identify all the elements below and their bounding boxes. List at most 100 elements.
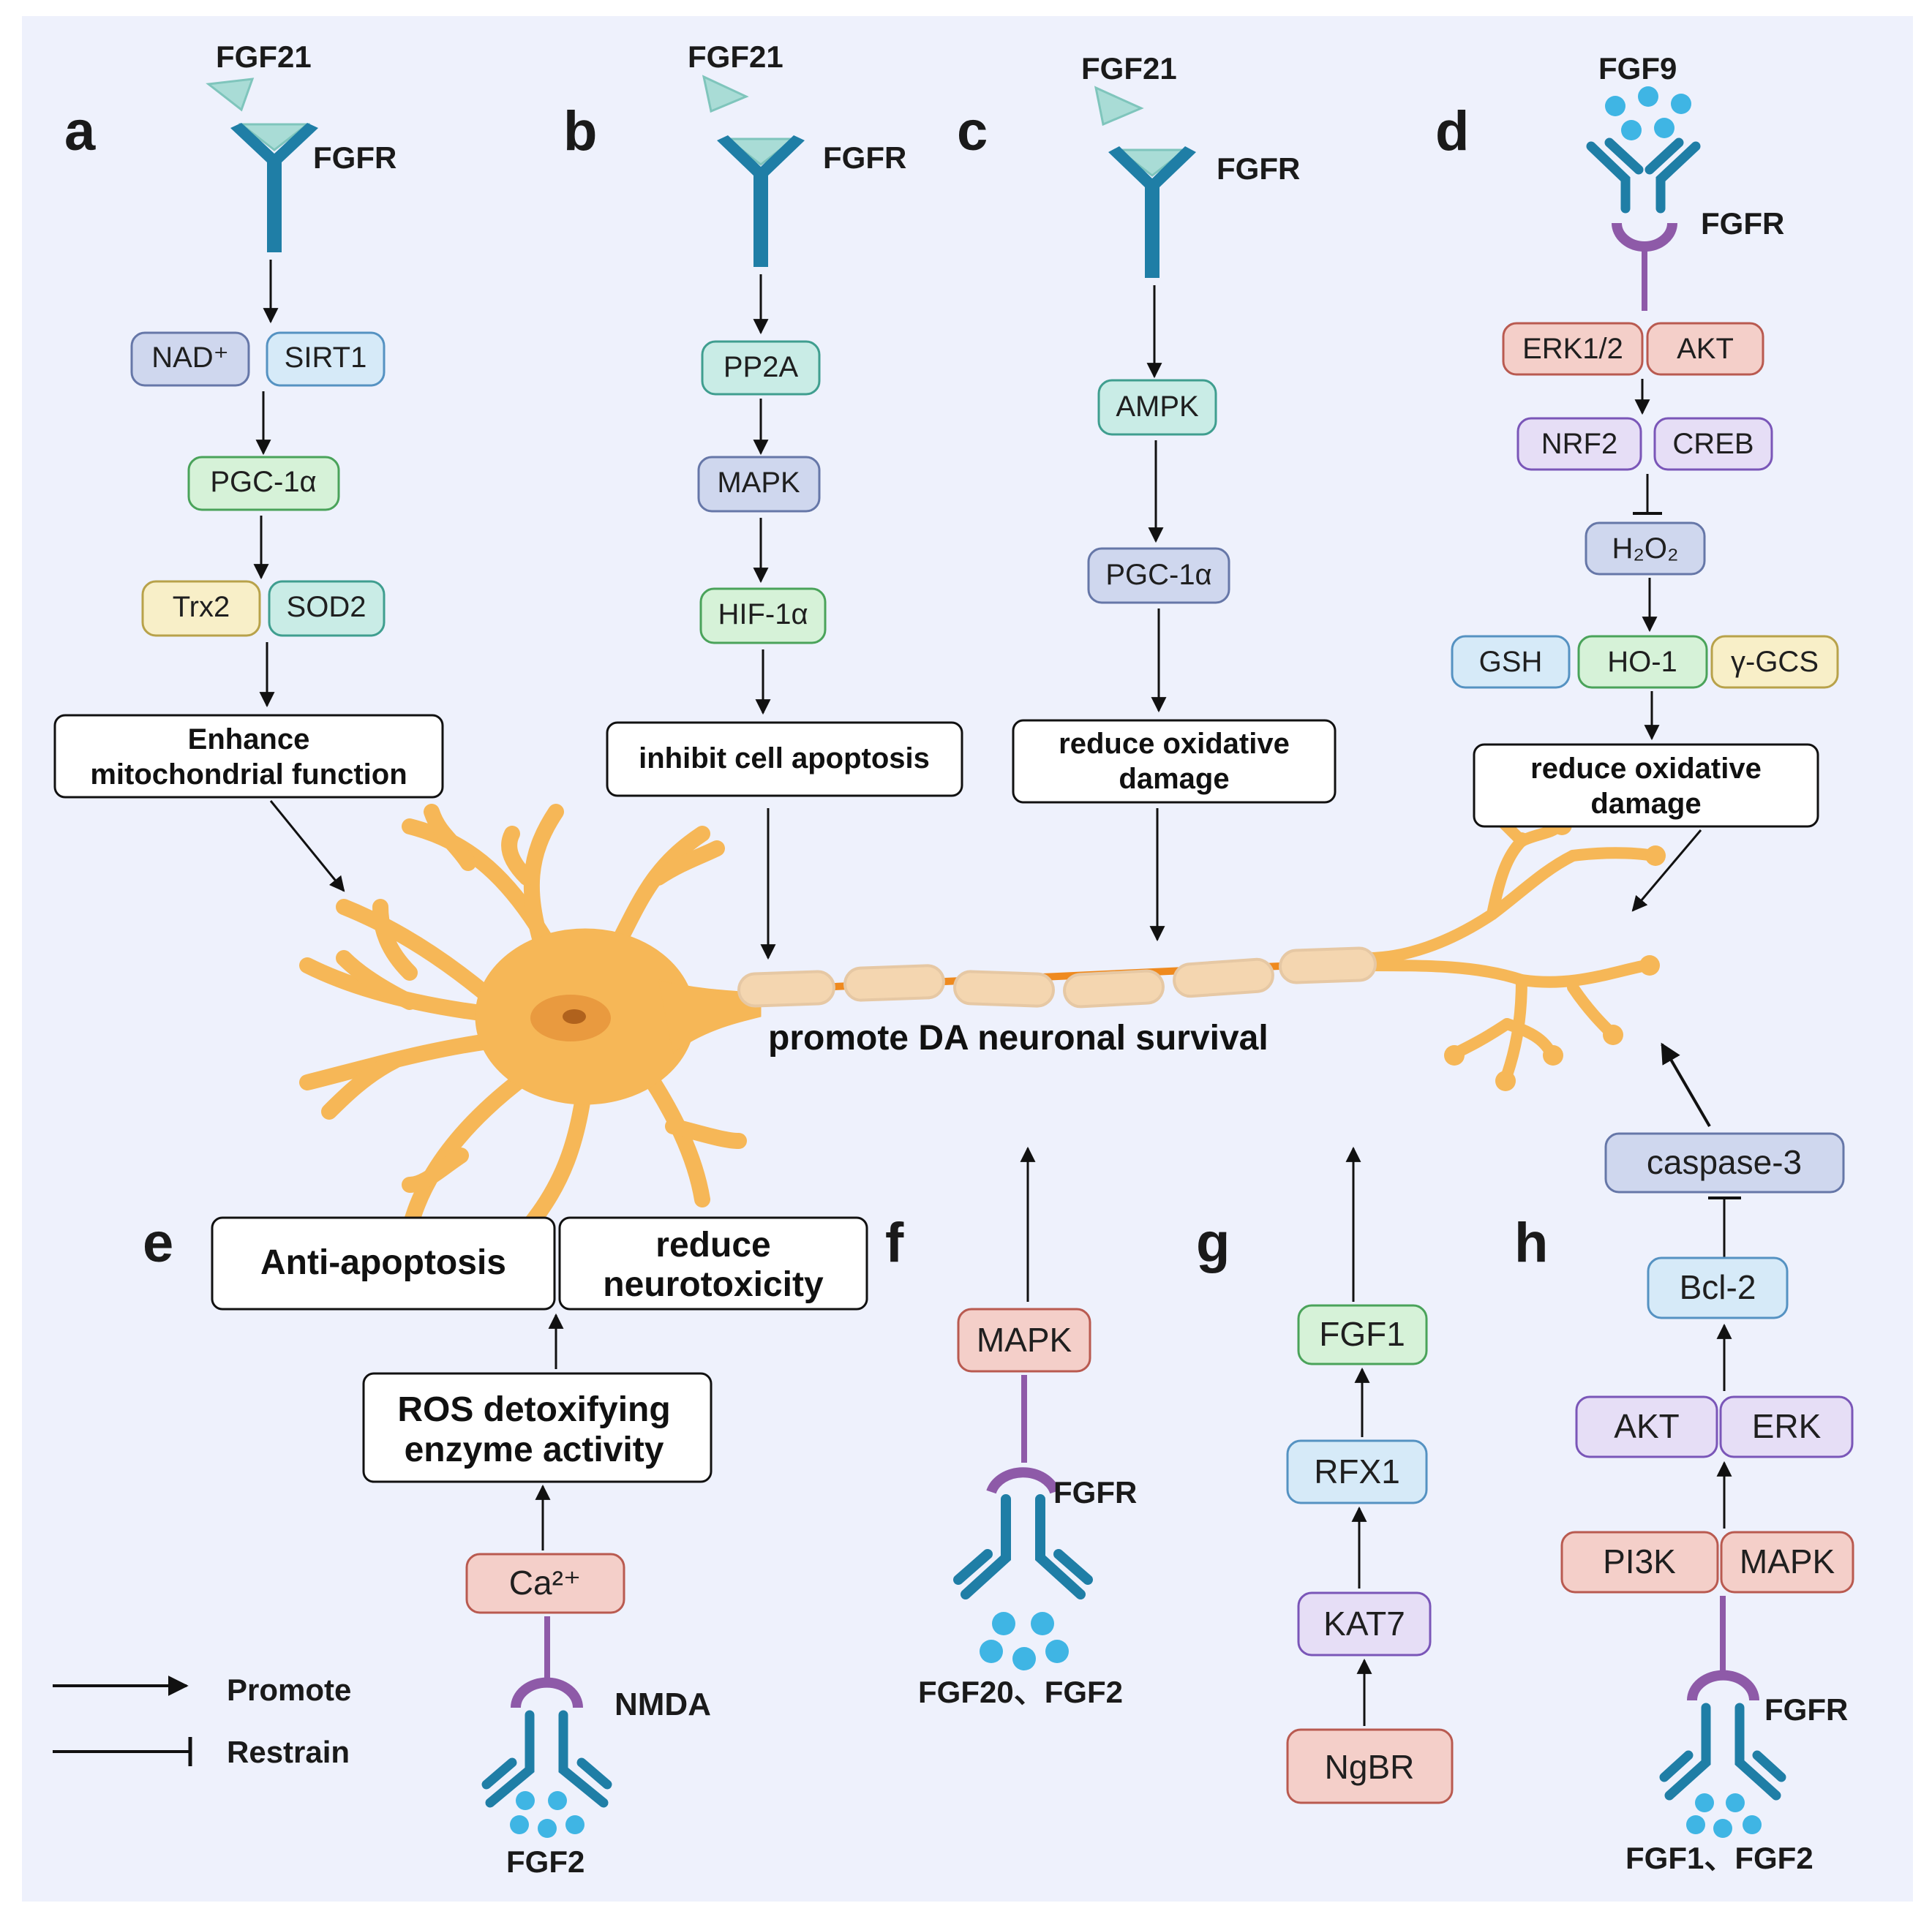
ligand-label: FGF1、FGF2 xyxy=(1625,1841,1813,1875)
ligand-label: FGF9 xyxy=(1598,51,1677,86)
panel-b: FGF21 FGFR PP2A MAPK HIF-1α inhibit cell… xyxy=(606,39,963,960)
erk-label: ERK xyxy=(1752,1407,1822,1445)
ligand-label: FGF21 xyxy=(688,39,783,74)
kat7-label: KAT7 xyxy=(1323,1605,1405,1643)
panel-letter-d: d xyxy=(1435,100,1469,162)
outcome-box xyxy=(606,721,963,797)
panel-c: FGF21 FGFR AMPK PGC-1α reduce oxidative … xyxy=(1012,51,1337,942)
neuron-illustration xyxy=(299,800,1666,1237)
panel-letter-e: e xyxy=(143,1212,173,1274)
ggcs-label: γ-GCS xyxy=(1731,646,1819,678)
outcome-line1: inhibit cell apoptosis xyxy=(639,742,930,775)
ho1-label: HO-1 xyxy=(1607,646,1677,678)
outcome-box xyxy=(53,714,444,799)
ligand-label: FGF21 xyxy=(216,39,312,74)
mapk-label: MAPK xyxy=(1740,1542,1835,1580)
neurotoxicity-box xyxy=(558,1216,868,1311)
ca-box xyxy=(465,1553,625,1614)
neurotoxicity-line1: reduce xyxy=(655,1226,770,1265)
h2o2-box xyxy=(1585,521,1706,576)
outcome-line1: reduce oxidative xyxy=(1530,753,1762,785)
nad-label: NAD⁺ xyxy=(151,342,229,374)
trx2-label: Trx2 xyxy=(173,591,230,623)
akt-label: AKT xyxy=(1677,333,1734,365)
receptor-label: FGFR xyxy=(313,140,396,175)
bcl2-box xyxy=(1647,1256,1789,1319)
fgf1-label: FGF1 xyxy=(1319,1315,1405,1353)
receptor-label: NMDA xyxy=(614,1687,711,1722)
ho1-box xyxy=(1577,635,1708,689)
ros-line2: enzyme activity xyxy=(405,1431,664,1469)
pp2a-label: PP2A xyxy=(723,351,799,383)
panel-f: MAPK FGFR FGF20、FGF2 xyxy=(918,1146,1137,1709)
pgc1a-label: PGC-1α xyxy=(1105,559,1211,591)
hif1a-label: HIF-1α xyxy=(718,598,808,630)
ngbr-box xyxy=(1286,1728,1454,1804)
anti-apoptosis-box xyxy=(211,1216,556,1311)
kat7-box xyxy=(1297,1591,1432,1657)
sod2-box xyxy=(268,580,386,637)
panel-e: Anti-apoptosis reduce neurotoxicity ROS … xyxy=(211,1216,868,1879)
outcome-line1: Enhance xyxy=(188,723,310,755)
pgc1a-box xyxy=(187,456,340,511)
panel-letter-b: b xyxy=(563,100,597,162)
nrf2-label: NRF2 xyxy=(1541,428,1617,460)
panel-a: FGF21 FGFR NAD⁺ SIRT1 PGC-1α Trx2 SOD2 E… xyxy=(53,39,444,892)
receptor-label: FGFR xyxy=(1764,1692,1848,1727)
h2o2-label: H₂O₂ xyxy=(1612,532,1678,565)
mapk-label: MAPK xyxy=(977,1321,1072,1359)
fgfr-receptor-icon xyxy=(953,1467,1093,1599)
outcome-line2: mitochondrial function xyxy=(90,758,407,791)
ampk-label: AMPK xyxy=(1116,391,1199,423)
receptor-label: FGFR xyxy=(1053,1475,1137,1510)
outcome-box xyxy=(1012,719,1337,804)
pi3k-label: PI3K xyxy=(1603,1542,1676,1580)
fgfr-receptor-icon xyxy=(1108,146,1196,278)
nrf2-box xyxy=(1516,417,1642,471)
pi3k-box xyxy=(1560,1531,1719,1594)
fgfr-receptor-icon xyxy=(1586,137,1701,311)
sod2-label: SOD2 xyxy=(287,591,367,623)
panel-letters: a b c d e f g h xyxy=(64,100,1548,1274)
mapk-box xyxy=(957,1308,1091,1373)
erk12-box xyxy=(1502,322,1644,376)
fgfr-receptor-icon xyxy=(717,135,805,267)
caspase3-label: caspase-3 xyxy=(1647,1143,1802,1181)
rfx1-box xyxy=(1286,1439,1428,1504)
akt-box xyxy=(1575,1395,1718,1458)
sirt1-label: SIRT1 xyxy=(285,342,367,374)
fgfr-receptor-icon xyxy=(1659,1670,1786,1801)
erk12-label: ERK1/2 xyxy=(1522,333,1623,365)
erk-box xyxy=(1719,1395,1854,1458)
pp2a-box xyxy=(701,340,821,396)
panel-d: FGF9 FGFR ERK1/2 AKT NRF2 CREB H₂O₂ xyxy=(1451,51,1839,912)
panel-g: FGF1 RFX1 KAT7 NgBR xyxy=(1286,1146,1454,1804)
ros-box xyxy=(362,1372,713,1483)
nad-box xyxy=(130,331,250,387)
ca-label: Ca²⁺ xyxy=(509,1564,581,1602)
creb-box xyxy=(1653,417,1773,471)
anti-apoptosis-label: Anti-apoptosis xyxy=(260,1243,506,1282)
trx2-box xyxy=(141,580,261,637)
ngbr-label: NgBR xyxy=(1325,1748,1415,1786)
mapk-box xyxy=(1720,1531,1854,1594)
outcome-box xyxy=(1473,743,1819,828)
receptor-label: FGFR xyxy=(1701,206,1784,241)
outcome-line2: damage xyxy=(1590,788,1701,820)
panel-letter-f: f xyxy=(885,1212,904,1274)
ligand-label: FGF20、FGF2 xyxy=(918,1675,1123,1709)
akt-box xyxy=(1646,322,1764,376)
legend: Promote Restrain xyxy=(53,1673,351,1769)
mapk-label: MAPK xyxy=(717,467,800,499)
legend-restrain-label: Restrain xyxy=(227,1735,350,1769)
fgf2-ligand-dots xyxy=(510,1791,585,1838)
ligand-label: FGF21 xyxy=(1081,51,1177,86)
outcome-line2: damage xyxy=(1119,763,1229,795)
panel-letter-c: c xyxy=(957,100,988,162)
ligand-label: FGF2 xyxy=(506,1844,585,1879)
outcome-line1: reduce oxidative xyxy=(1059,728,1290,760)
rfx1-label: RFX1 xyxy=(1314,1452,1400,1491)
mapk-box xyxy=(697,456,821,513)
receptor-label: FGFR xyxy=(823,140,906,175)
